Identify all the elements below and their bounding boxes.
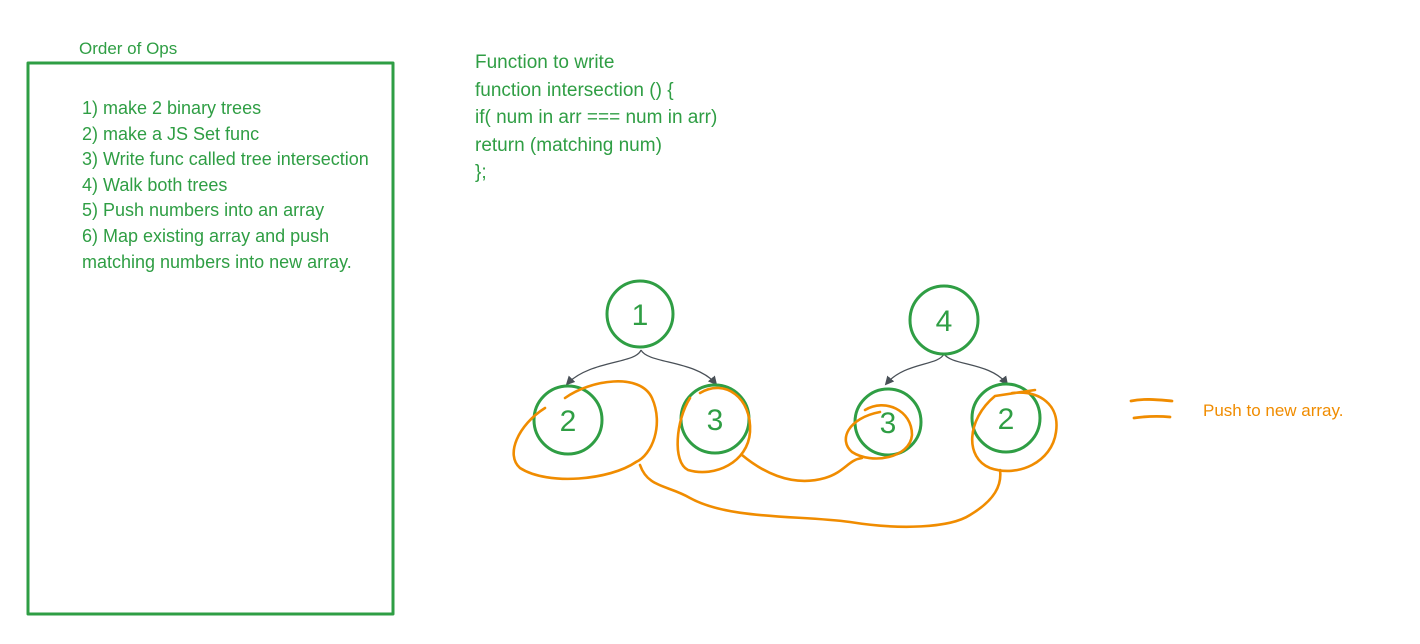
tree-b-left-node: 3 [853,387,923,457]
code-line: return (matching num) [475,134,662,156]
tree-b-root-value: 4 [936,305,953,338]
step-item: 4) Walk both trees [82,174,228,195]
tree-b-right-value: 2 [998,403,1015,436]
match-link-twos [638,463,1002,529]
tree-b-right-node: 2 [970,382,1042,454]
code-line: if( num in arr === num in arr) [475,107,718,129]
order-of-ops-steps: 1) make 2 binary trees 2) make a JS Set … [82,96,372,275]
step-item: 3) Write func called tree intersection [82,149,369,170]
code-line: }; [475,162,487,184]
highlight-loop-tree-a-right [676,386,752,474]
step-item: 5) Push numbers into an array [82,200,325,221]
highlight-loop-tree-b-right [970,388,1058,473]
tree-a-left-node: 2 [532,384,604,456]
legend-label: Push to new array. [1203,401,1344,420]
tree-b-edge-left [884,353,945,386]
tree-a-root-value: 1 [632,299,649,332]
tree-a-left-value: 2 [560,405,577,438]
match-link-threes [740,453,864,483]
highlight-loop-tree-a-left [512,380,659,481]
order-of-ops-box [26,61,395,616]
step-item: 2) make a JS Set func [82,123,260,144]
function-code-block: Function to write function intersection … [475,49,717,187]
order-of-ops-title: Order of Ops [79,39,178,58]
tree-b-left-value: 3 [880,407,897,440]
tree-b-edge-right [943,353,1009,386]
legend-marker [1129,398,1174,420]
step-item: 1) make 2 binary trees [82,98,262,118]
tree-a-right-node: 3 [679,383,751,455]
tree-a-right-value: 3 [707,404,724,437]
highlight-loop-tree-b-left [844,404,914,460]
tree-a-edge-left [565,349,642,386]
code-line: function intersection () { [475,79,674,101]
code-line: Function to write [475,52,615,73]
tree-a-root-node: 1 [605,279,675,349]
tree-b-root-node: 4 [908,284,980,356]
tree-a-edge-right [640,349,718,386]
step-item: 6) Map existing array and push matching … [82,225,352,272]
